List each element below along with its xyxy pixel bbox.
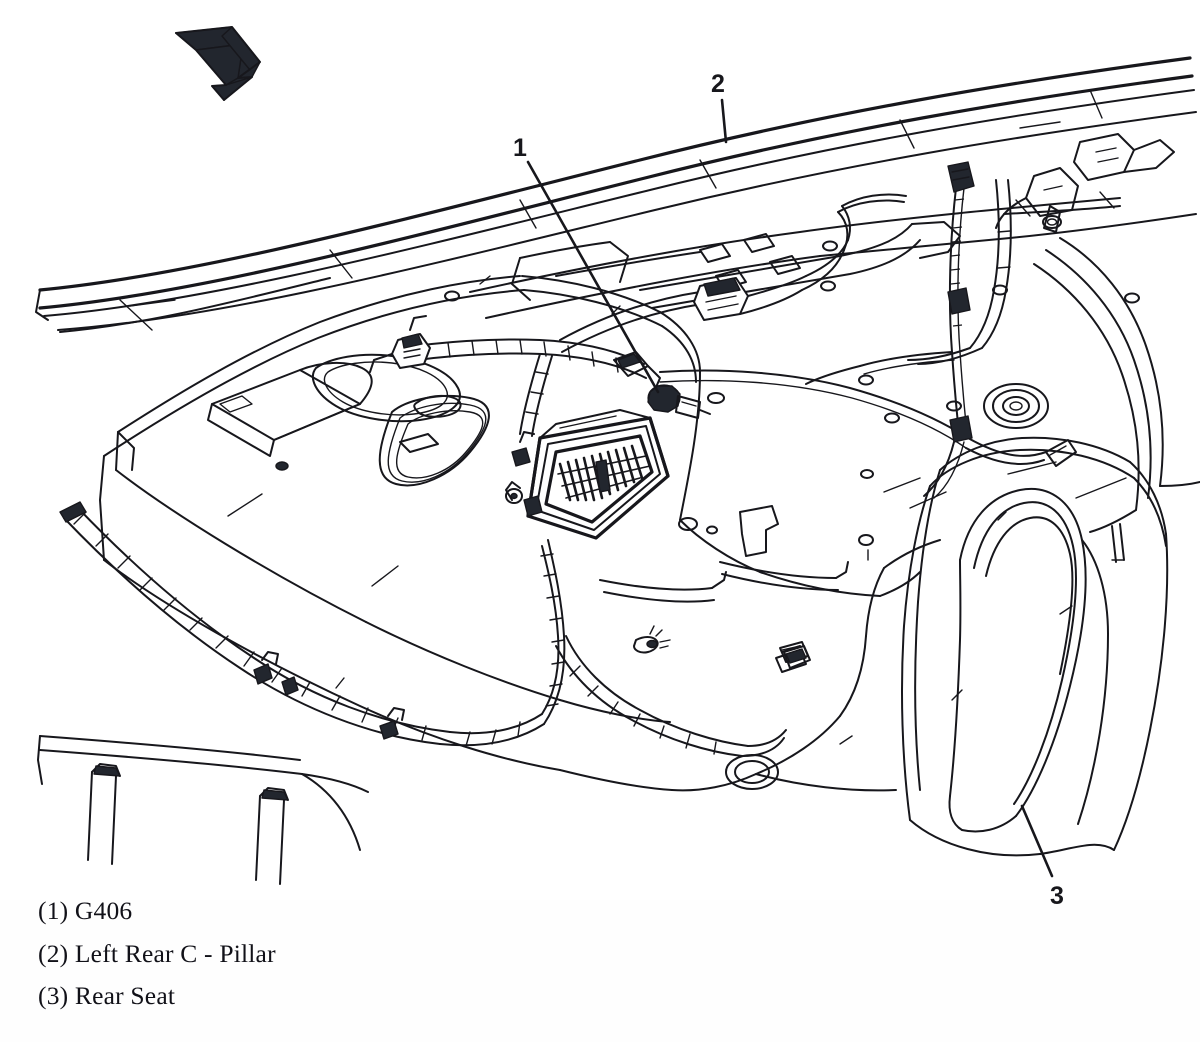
right-quarter-panel xyxy=(725,237,1200,790)
direction-arrow-icon xyxy=(175,26,261,101)
upper-body-panel xyxy=(469,133,1197,319)
main-wire-harness xyxy=(369,193,1077,467)
callout-number-1: 1 xyxy=(513,134,527,162)
left-trim-panel xyxy=(99,275,673,791)
c-pillar-rail xyxy=(35,56,1197,333)
g406-ground-stud xyxy=(613,351,711,419)
caption-item-2: (2) Left Rear C - Pillar xyxy=(38,938,276,968)
harness-conduit-left xyxy=(59,501,787,757)
callout-number-2: 2 xyxy=(711,70,725,98)
callout-leader-lines xyxy=(526,98,1054,878)
vehicle-interior-line-drawing: .ln { fill:none; stroke:#17171c; stroke-… xyxy=(35,26,1200,885)
rear-shelf-panel xyxy=(444,233,1140,424)
rear-seat xyxy=(858,436,1169,857)
callout-number-3: 3 xyxy=(1050,882,1064,910)
lower-left-trim xyxy=(37,735,369,885)
misc-details xyxy=(227,275,947,792)
caption-item-3: (3) Rear Seat xyxy=(38,981,176,1010)
right-vertical-cable xyxy=(805,161,1012,499)
multi-pin-connector-module xyxy=(505,409,670,540)
caption-list: (1) G406 (2) Left Rear C - Pillar (3) Re… xyxy=(38,898,738,1026)
caption-item-1: (1) G406 xyxy=(38,896,133,925)
